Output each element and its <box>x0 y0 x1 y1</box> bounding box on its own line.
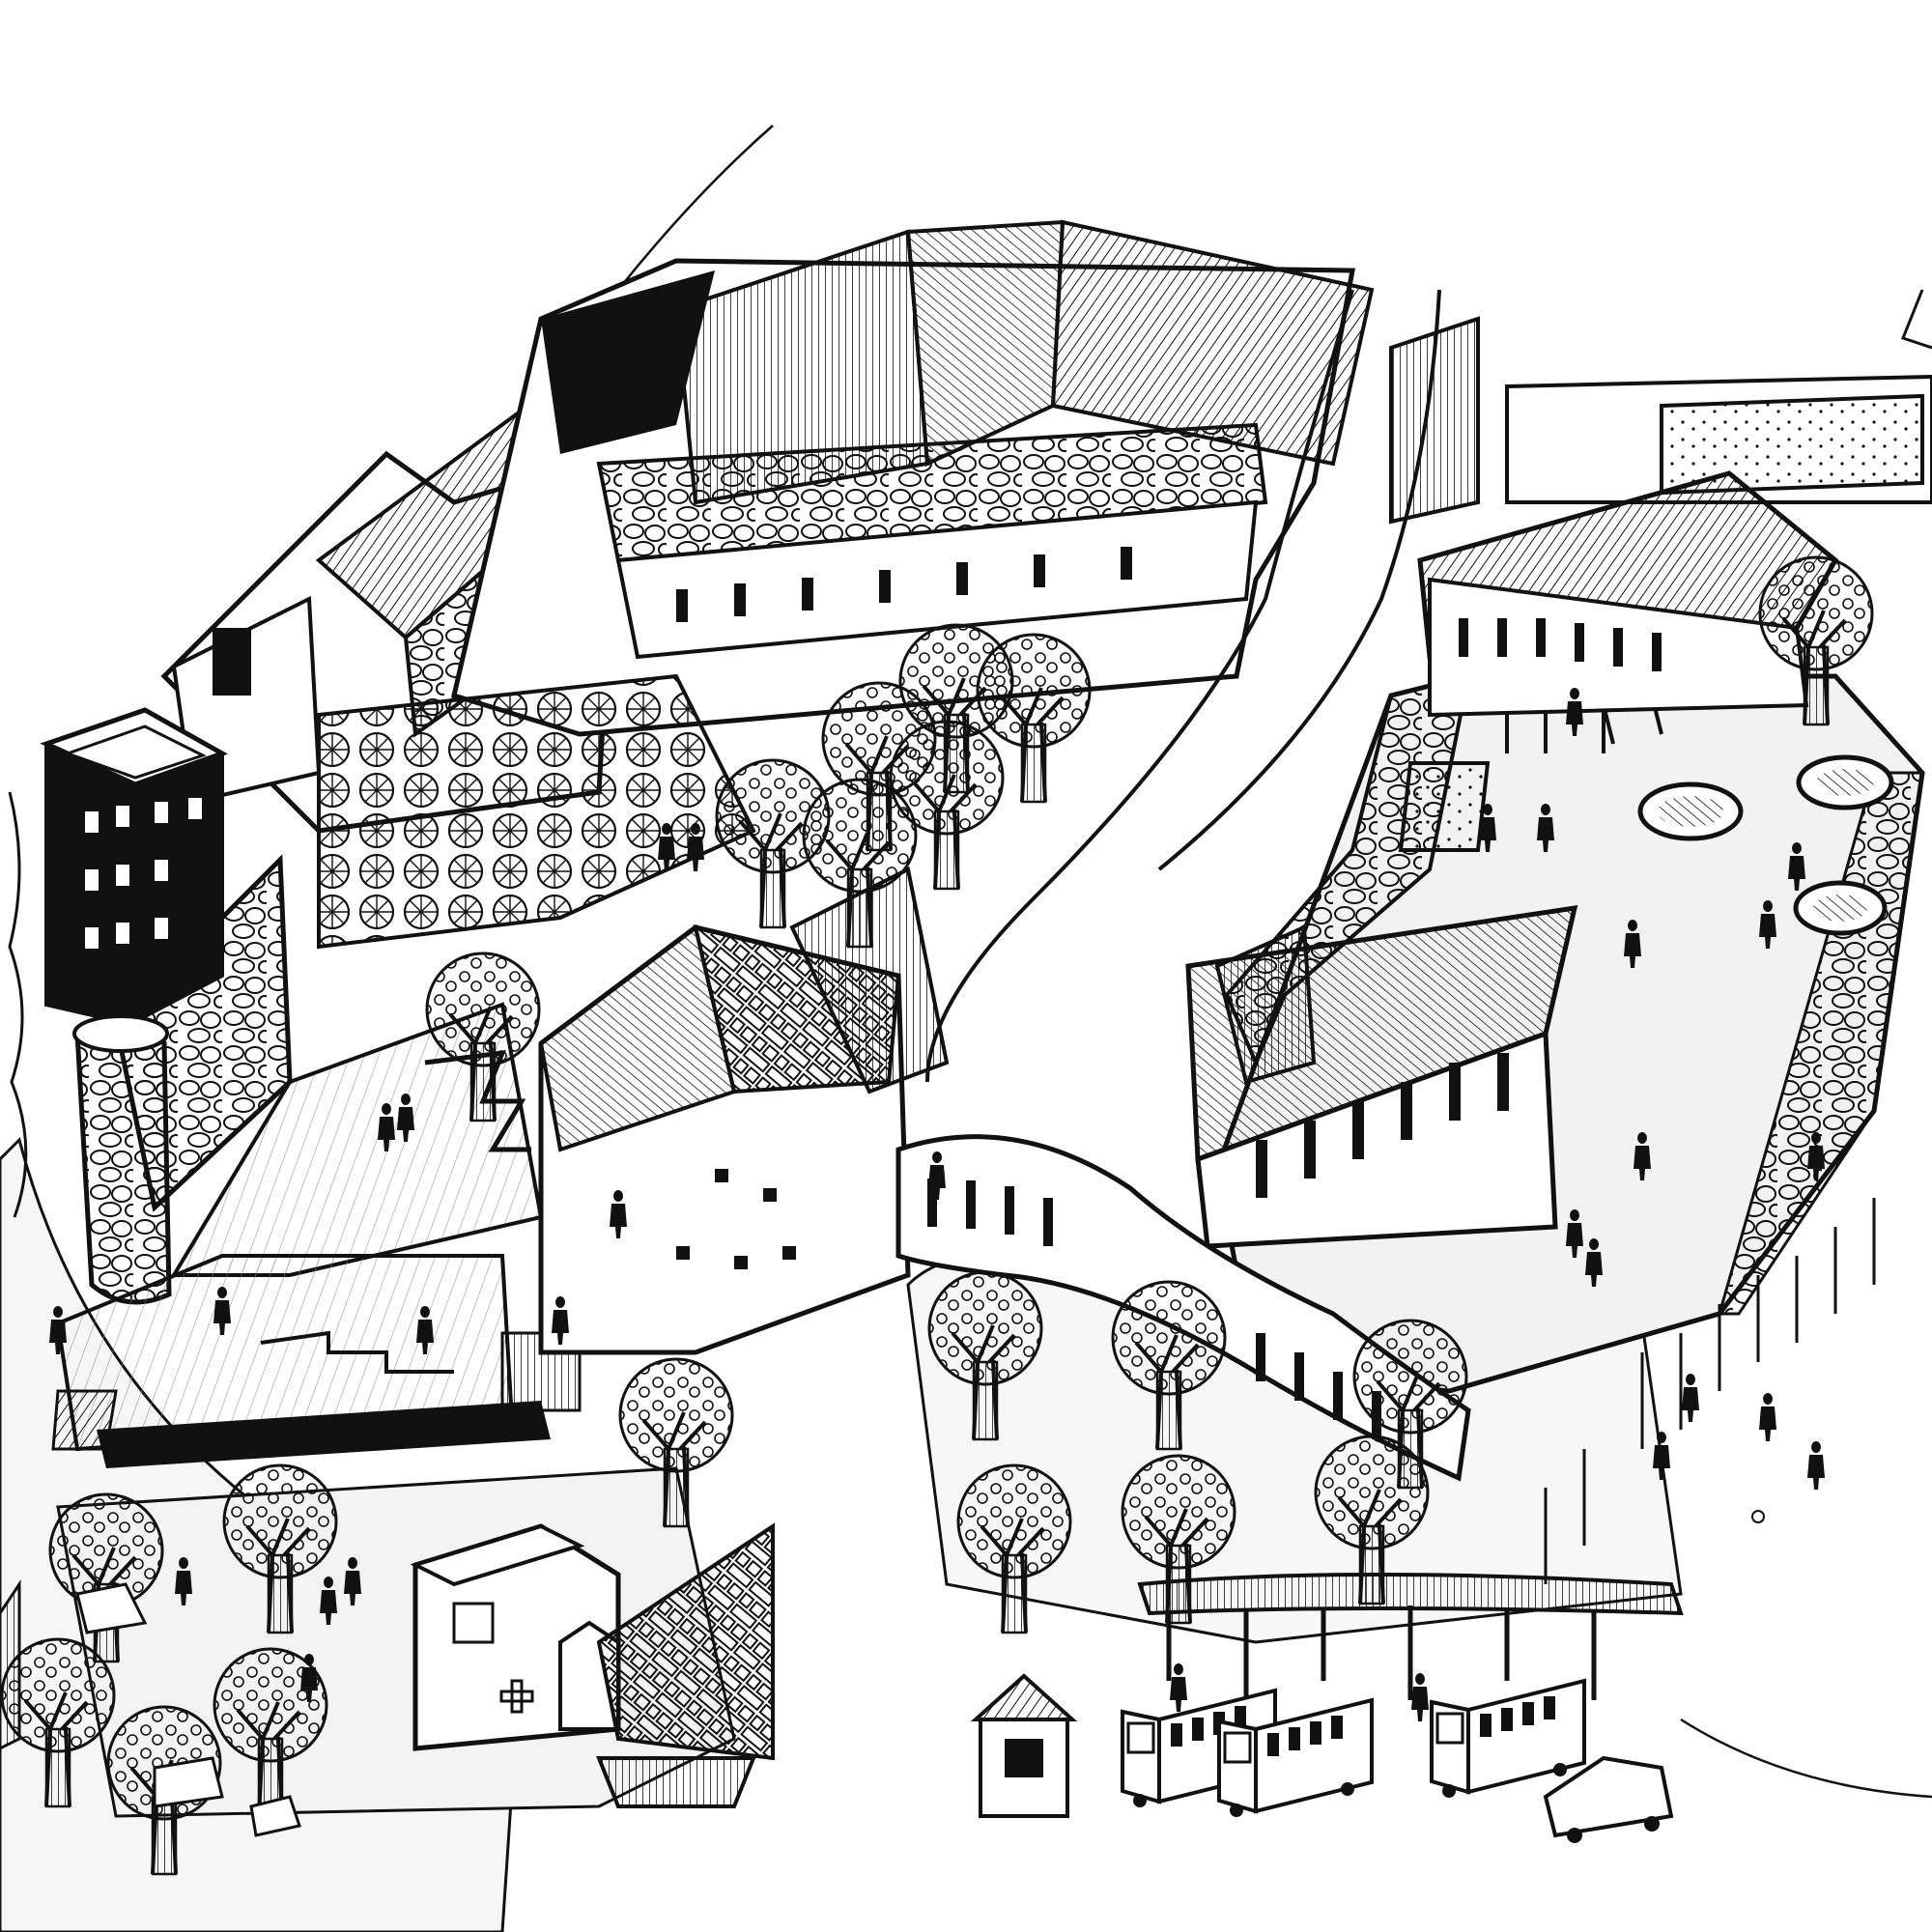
dark-tower <box>40 707 229 1027</box>
clinic-building <box>410 1522 775 1808</box>
shrubs-edge <box>8 791 28 1218</box>
car <box>1543 1755 1674 1843</box>
stone-wall-bastion <box>72 854 293 1305</box>
middle-blocks <box>538 867 950 1355</box>
palm-row <box>1544 1198 1876 1584</box>
gabled-hall <box>1185 904 1578 1249</box>
top-right-buildings <box>1389 289 1932 718</box>
guard-kiosk <box>970 1673 1078 1818</box>
parked-buses <box>1121 1679 1674 1843</box>
tree-planters <box>75 1582 301 1837</box>
cross-icon <box>499 1679 534 1714</box>
left-plaza <box>51 1002 582 1468</box>
central-terraces <box>317 219 1375 950</box>
